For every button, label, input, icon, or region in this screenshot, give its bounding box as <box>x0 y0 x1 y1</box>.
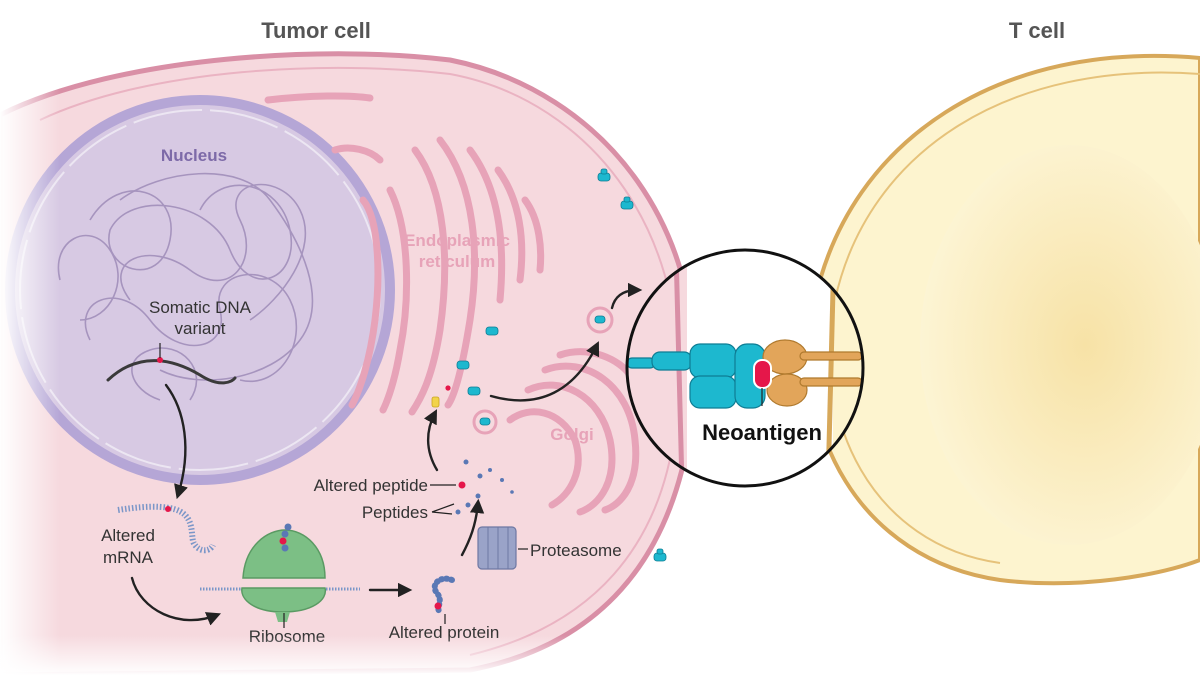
mrna-variant-marker <box>165 506 171 512</box>
endoplasmic-reticulum <box>264 92 545 416</box>
er-label-line1: Endoplasmic <box>404 231 510 250</box>
altered-peptide-label: Altered peptide <box>314 476 428 495</box>
peptide-in-er <box>431 396 440 408</box>
golgi-label: Golgi <box>550 425 593 444</box>
peptides-label: Peptides <box>362 503 428 522</box>
nucleus-label: Nucleus <box>161 146 227 165</box>
mhc-complex <box>626 343 766 409</box>
neoantigen-marker <box>753 359 772 389</box>
mrna-label-line1: Altered <box>101 526 155 545</box>
er-label-line2: reticulum <box>419 252 496 271</box>
peptide-fragments <box>455 459 514 515</box>
mhc-molecules-small <box>456 168 667 562</box>
t-cell-nucleus <box>920 145 1200 545</box>
peptide-red-in-er <box>445 385 451 391</box>
altered-peptide-marker <box>458 481 466 489</box>
dna-variant-label-line1: Somatic DNA <box>149 298 252 317</box>
t-cell-inner-membrane <box>829 71 1200 564</box>
dna-variant-label-line2: variant <box>174 319 225 338</box>
mrna: Altered mRNA <box>101 503 216 567</box>
pathway-arrows <box>130 282 643 626</box>
t-cell-title: T cell <box>1009 18 1065 43</box>
nucleus: Nucleus <box>5 95 395 485</box>
tumor-cell-title: Tumor cell <box>261 18 371 43</box>
nascent-peptide <box>279 523 292 552</box>
dna-variant-marker <box>157 357 163 363</box>
neoantigen-label: Neoantigen <box>702 420 822 445</box>
proteasome-label: Proteasome <box>530 541 622 560</box>
tumor-cell-membrane-inner <box>39 66 680 656</box>
t-cell <box>808 53 1200 586</box>
mrna-label-line2: mRNA <box>103 548 154 567</box>
dna-strand: Somatic DNA variant <box>106 298 252 385</box>
proteasome: Proteasome <box>477 526 622 570</box>
chromatin <box>57 172 314 401</box>
